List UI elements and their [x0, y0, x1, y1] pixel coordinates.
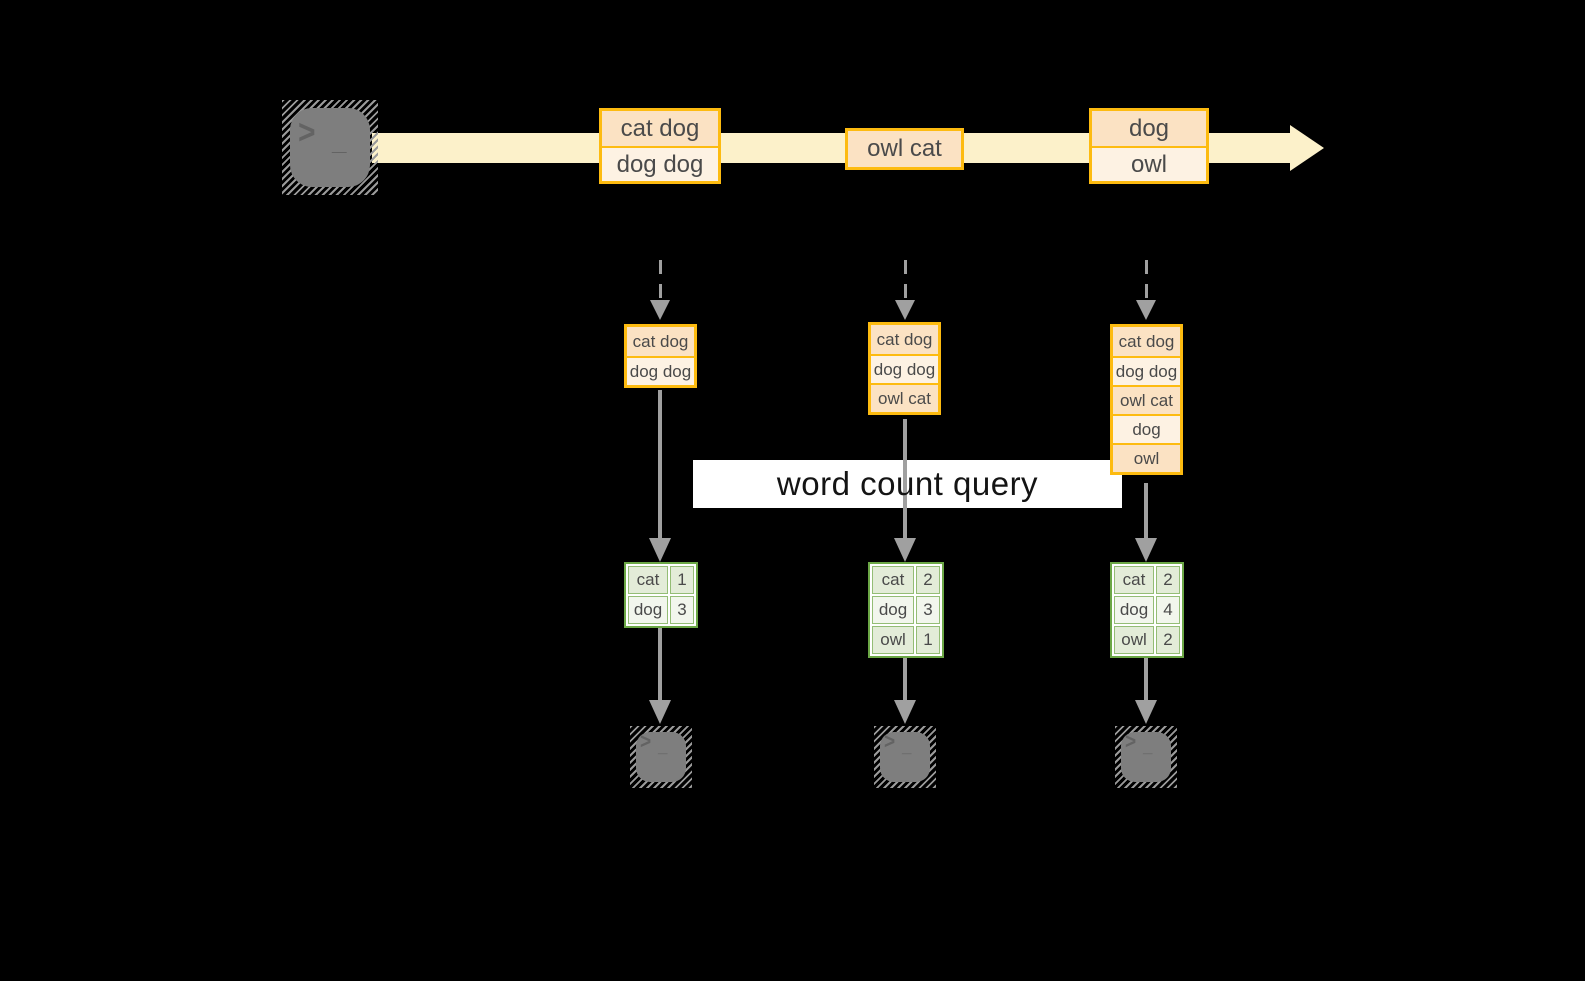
- output-arrowhead: [649, 700, 671, 724]
- batch-row: cat dog: [627, 327, 694, 356]
- output-arrow: [903, 658, 907, 700]
- batch-row: dog dog: [871, 354, 938, 383]
- event-line: dog: [1092, 111, 1206, 146]
- count-table: cat 2 dog 3 owl 1: [868, 562, 944, 658]
- batch-stack: cat dog dog dog: [624, 324, 697, 388]
- word-cell: cat: [872, 566, 914, 594]
- terminal-sink-icon: > _: [1115, 726, 1177, 788]
- event-line: dog dog: [602, 146, 718, 181]
- output-arrowhead: [1135, 700, 1157, 724]
- count-cell: 2: [1156, 626, 1180, 654]
- stream-event-box: cat dog dog dog: [599, 108, 721, 184]
- query-arrowhead: [649, 538, 671, 562]
- count-table: cat 1 dog 3: [624, 562, 698, 628]
- count-cell: 3: [916, 596, 940, 624]
- batch-row: owl cat: [1113, 385, 1180, 414]
- prompt-chevron-icon: >: [298, 113, 316, 152]
- dashed-arrowhead: [1136, 300, 1156, 320]
- batch-row: cat dog: [871, 325, 938, 354]
- batch-stack: cat dog dog dog owl cat dog owl: [1110, 324, 1183, 475]
- terminal-sink-icon: > _: [874, 726, 936, 788]
- terminal-body: [880, 732, 930, 782]
- stream-event-box: owl cat: [845, 128, 964, 170]
- batch-row: cat dog: [1113, 327, 1180, 356]
- batch-stack: cat dog dog dog owl cat: [868, 322, 941, 415]
- event-line: cat dog: [602, 111, 718, 146]
- word-cell: dog: [1114, 596, 1154, 624]
- word-cell: dog: [872, 596, 914, 624]
- stream-arrowhead: [1290, 125, 1324, 171]
- dashed-arrow: [1145, 260, 1148, 300]
- query-label-box: [693, 460, 1122, 508]
- terminal-body: [636, 732, 686, 782]
- prompt-chevron-icon: >: [640, 730, 652, 755]
- output-arrowhead: [894, 700, 916, 724]
- count-table: cat 2 dog 4 owl 2: [1110, 562, 1184, 658]
- stream-event-box: dog owl: [1089, 108, 1209, 184]
- prompt-cursor-icon: _: [1143, 737, 1153, 756]
- count-cell: 1: [670, 566, 694, 594]
- prompt-cursor-icon: _: [332, 126, 347, 156]
- terminal-body: [1121, 732, 1171, 782]
- prompt-cursor-icon: _: [658, 737, 668, 756]
- batch-row: dog dog: [1113, 356, 1180, 385]
- batch-row: dog dog: [627, 356, 694, 385]
- word-cell: owl: [872, 626, 914, 654]
- query-arrow: [1144, 483, 1148, 538]
- prompt-chevron-icon: >: [884, 730, 896, 755]
- word-cell: cat: [628, 566, 668, 594]
- terminal-source-icon: > _: [282, 100, 378, 195]
- terminal-sink-icon: > _: [630, 726, 692, 788]
- word-cell: dog: [628, 596, 668, 624]
- query-arrow: [658, 390, 662, 540]
- event-line: owl: [1092, 146, 1206, 181]
- event-line: owl cat: [848, 131, 961, 167]
- word-cell: owl: [1114, 626, 1154, 654]
- word-cell: cat: [1114, 566, 1154, 594]
- dashed-arrowhead: [650, 300, 670, 320]
- dashed-arrow: [904, 260, 907, 300]
- batch-row: dog: [1113, 414, 1180, 443]
- prompt-cursor-icon: _: [902, 737, 912, 756]
- count-cell: 1: [916, 626, 940, 654]
- batch-row: owl: [1113, 443, 1180, 472]
- query-arrow: [903, 419, 907, 538]
- query-arrowhead: [894, 538, 916, 562]
- output-arrow: [658, 628, 662, 700]
- terminal-body: [290, 108, 370, 187]
- query-label: word count query: [776, 465, 1039, 502]
- count-cell: 2: [1156, 566, 1180, 594]
- count-cell: 4: [1156, 596, 1180, 624]
- batch-row: owl cat: [871, 383, 938, 412]
- count-cell: 3: [670, 596, 694, 624]
- query-arrowhead: [1135, 538, 1157, 562]
- dashed-arrow: [659, 260, 662, 300]
- dashed-arrowhead: [895, 300, 915, 320]
- prompt-chevron-icon: >: [1125, 730, 1137, 755]
- count-cell: 2: [916, 566, 940, 594]
- output-arrow: [1144, 658, 1148, 700]
